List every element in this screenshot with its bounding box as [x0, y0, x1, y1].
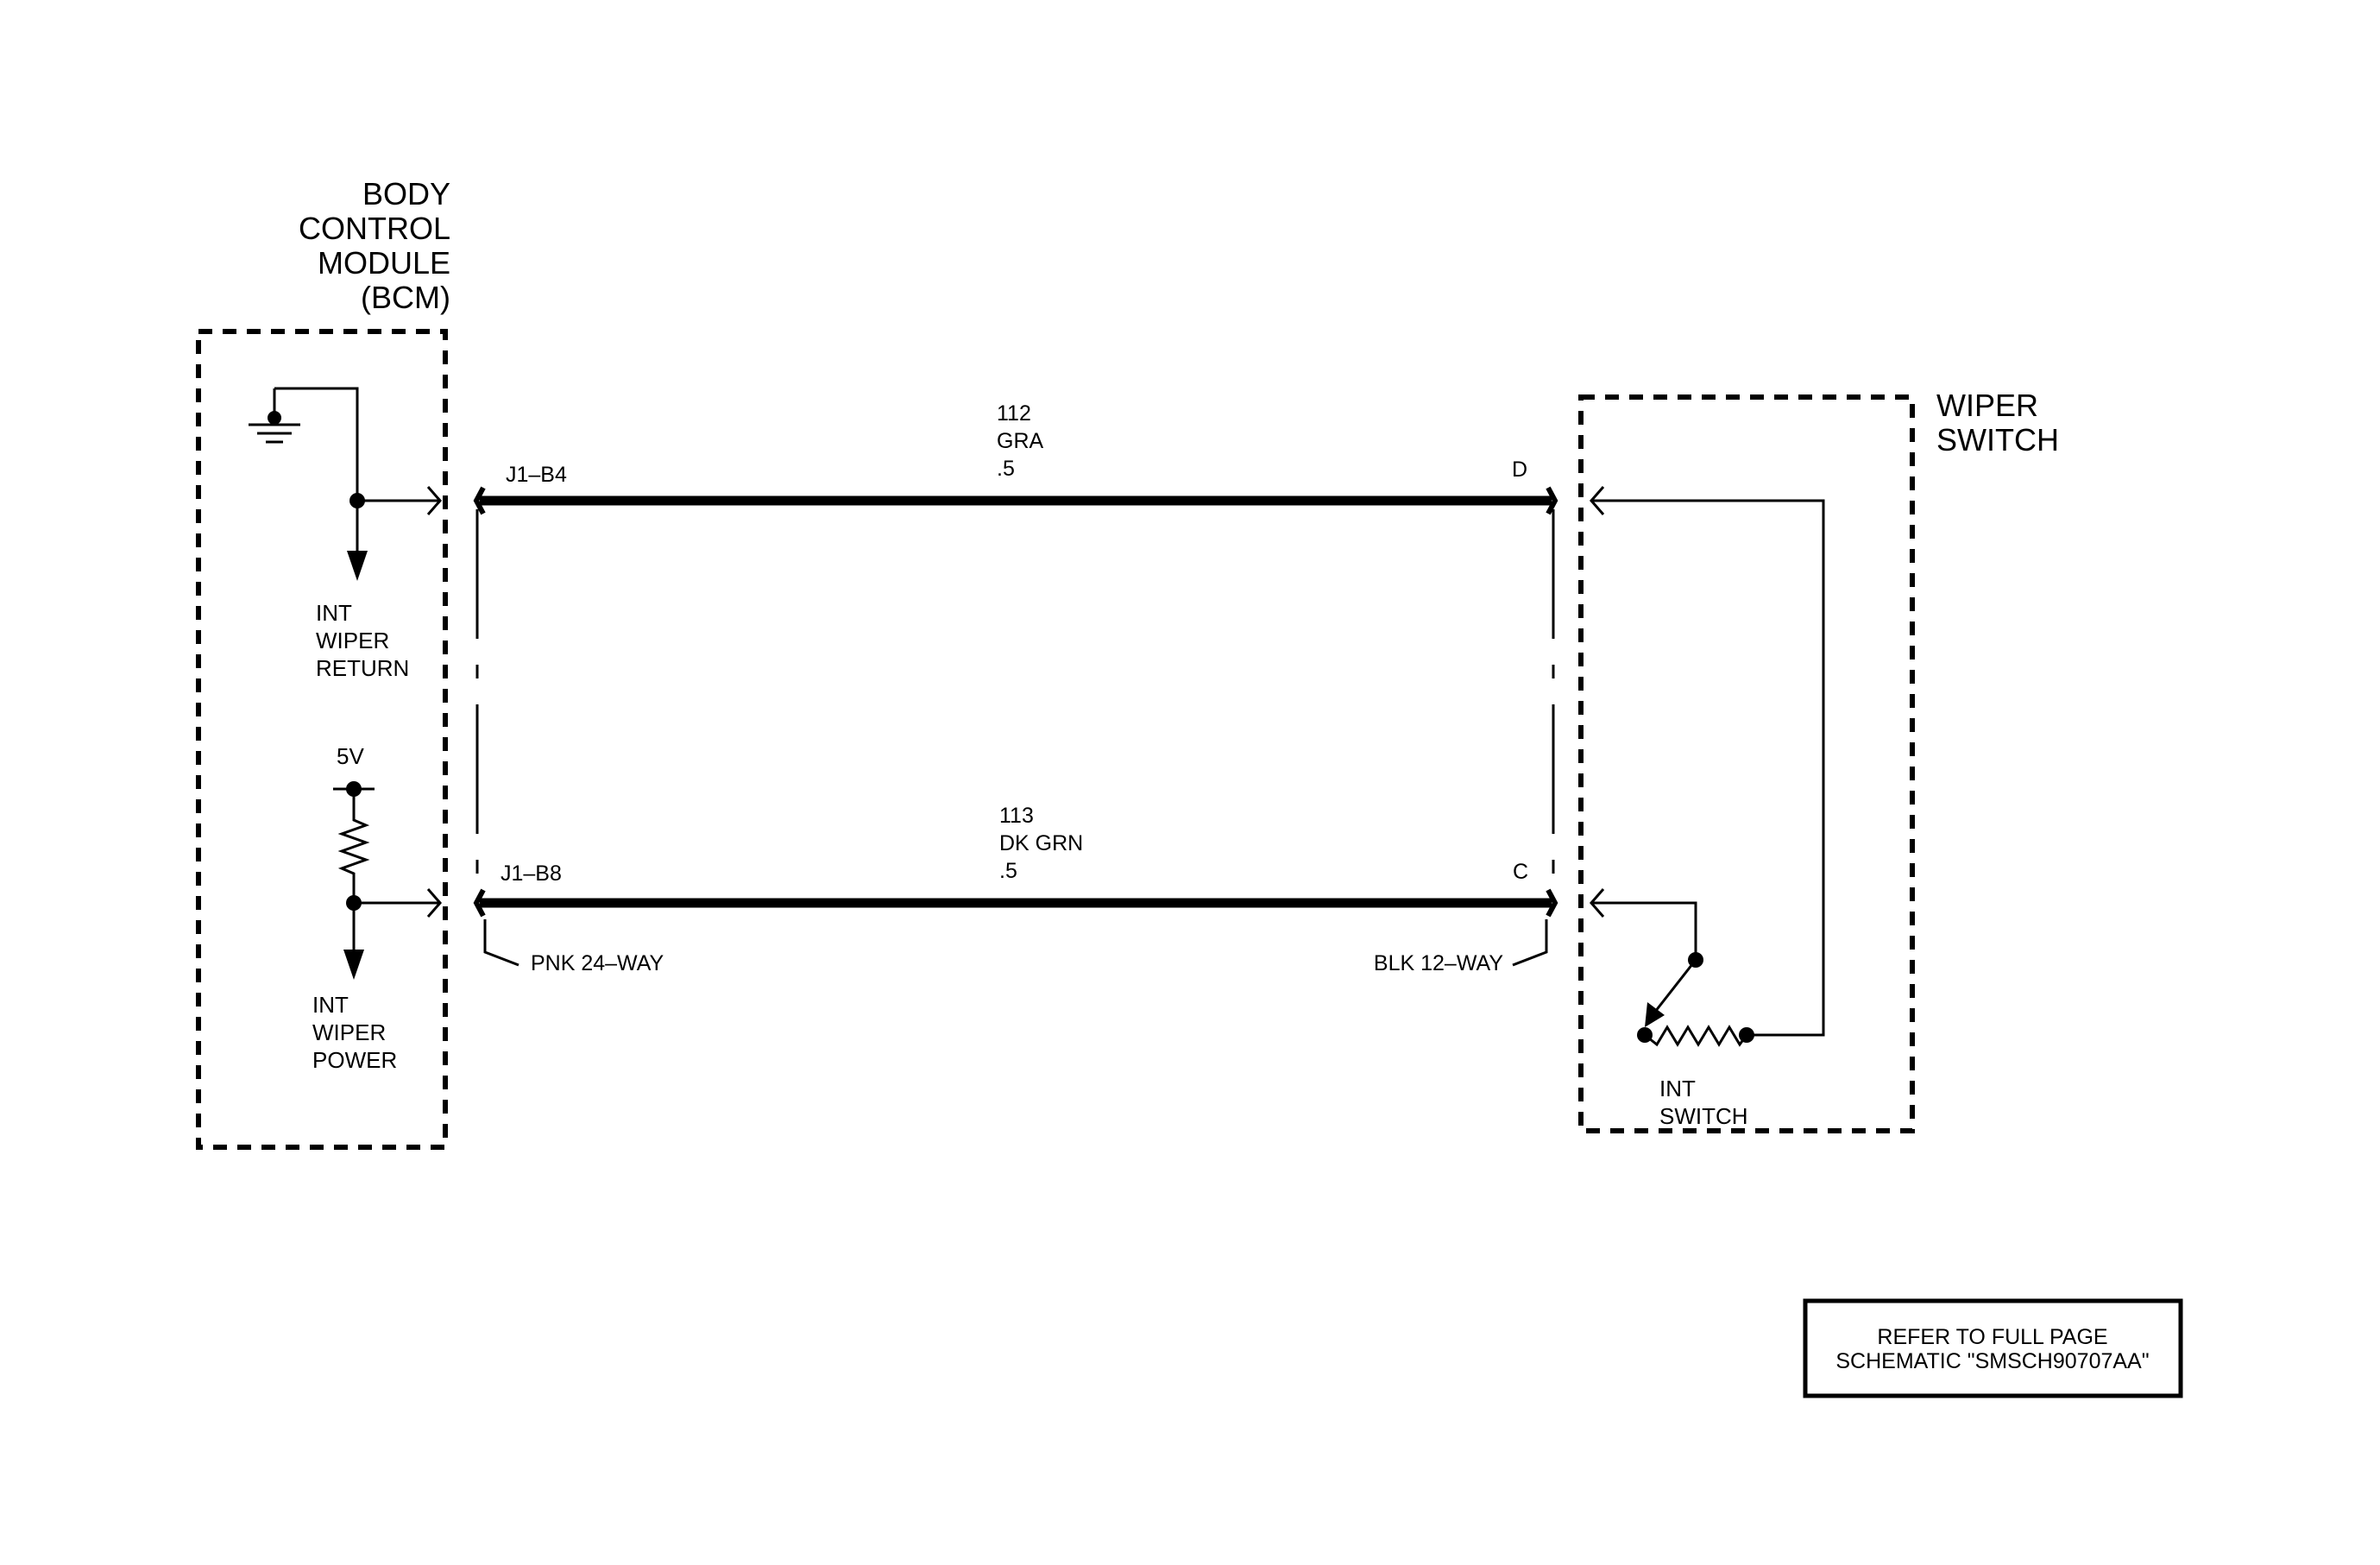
wiper-switch-title-line-2: SWITCH — [1936, 422, 2059, 458]
ground-icon — [249, 388, 300, 444]
bcm-title-line-2: CONTROL — [299, 211, 450, 246]
supply-voltage-label: 5V — [337, 743, 364, 769]
switch-d-connector-arrow — [1590, 486, 1605, 515]
switch-c-connector-arrow — [1590, 888, 1605, 918]
switch-c-wire — [1591, 901, 1697, 960]
circuit-112-gauge: .5 — [997, 457, 1015, 481]
wire-113-bcm-end — [473, 888, 486, 918]
int-wiper-power-line-3: POWER — [312, 1047, 397, 1073]
circuit-112-color: GRA — [997, 429, 1044, 453]
harness: 112 GRA .5 J1–B4 D 113 DK GRN .5 J1–B8 C… — [473, 401, 1558, 975]
int-wiper-return-line-1: INT — [316, 600, 352, 626]
circuit-113-color: DK GRN — [999, 831, 1083, 855]
wiper-switch-title-line-1: WIPER — [1936, 388, 2038, 423]
int-wiper-power-line-2: WIPER — [312, 1019, 386, 1045]
circuit-112-number: 112 — [997, 401, 1031, 426]
return-connector-arrow — [426, 486, 442, 515]
wire-113-switch-end — [1546, 888, 1558, 918]
wire-112-bcm-end — [473, 486, 486, 515]
int-switch-label-line-2: SWITCH — [1659, 1103, 1748, 1129]
reference-note-line-1: REFER TO FULL PAGE — [1877, 1325, 2107, 1349]
reference-note: REFER TO FULL PAGE SCHEMATIC "SMSCH90707… — [1803, 1298, 2183, 1398]
bcm-pin-j1-b4: J1–B4 — [506, 463, 567, 487]
wiper-switch-block: WIPER SWITCH INT SWITCH — [1578, 388, 2059, 1133]
switch-connector-label: BLK 12–WAY — [1374, 951, 1503, 975]
reference-note-box — [1803, 1298, 2183, 1398]
int-wiper-power-line-1: INT — [312, 992, 349, 1018]
int-wiper-return-line-3: RETURN — [316, 655, 409, 681]
wire-112-switch-end — [1546, 486, 1558, 515]
return-signal-arrow-head — [347, 551, 368, 581]
switch-connector-leader — [1512, 919, 1548, 967]
bcm-block: BODY CONTROL MODULE (BCM) INT WIPER RETU… — [196, 176, 450, 1150]
bcm-title-line-3: MODULE — [318, 245, 450, 281]
switch-pin-c: C — [1513, 860, 1528, 884]
int-wiper-return-line-2: WIPER — [316, 628, 389, 653]
bcm-outline — [196, 329, 448, 1150]
pullup-resistor-icon — [337, 789, 370, 903]
circuit-113-number: 113 — [999, 804, 1034, 828]
power-signal-arrow-head — [343, 950, 364, 980]
power-connector-arrow — [426, 888, 442, 918]
bcm-title-line-1: BODY — [362, 176, 450, 211]
bcm-connector-leader — [483, 919, 519, 967]
ground-return-wire — [274, 387, 440, 502]
int-switch-label-line-1: INT — [1659, 1076, 1696, 1101]
bcm-title-line-4: (BCM) — [361, 280, 450, 315]
circuit-113-gauge: .5 — [999, 859, 1017, 883]
wiper-switch-outline — [1578, 394, 1915, 1133]
switch-d-wire — [1591, 499, 1825, 1037]
bcm-connector-label: PNK 24–WAY — [531, 951, 664, 975]
reference-note-line-2: SCHEMATIC "SMSCH90707AA" — [1835, 1349, 2149, 1373]
int-switch-rheostat-icon — [1637, 959, 1754, 1047]
bcm-pin-j1-b8: J1–B8 — [501, 861, 562, 886]
switch-pin-d: D — [1512, 458, 1527, 482]
